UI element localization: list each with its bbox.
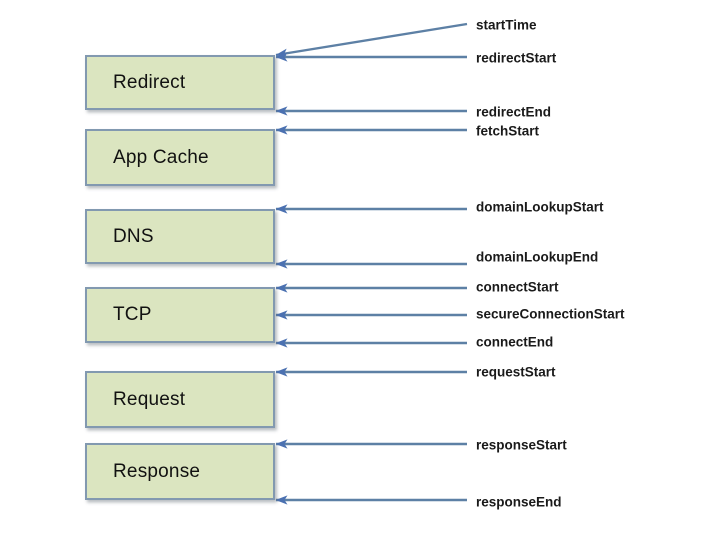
phase-box-app-cache: App Cache bbox=[85, 129, 275, 186]
event-label-domainLookupEnd: domainLookupEnd bbox=[476, 249, 599, 265]
event-label-domainLookupStart: domainLookupStart bbox=[476, 199, 604, 215]
event-label-redirectEnd: redirectEnd bbox=[476, 104, 552, 120]
arrow-lines bbox=[275, 22, 468, 505]
phase-box-dns: DNS bbox=[85, 209, 275, 264]
event-label-connectEnd: connectEnd bbox=[476, 334, 554, 350]
phase-box-tcp: TCP bbox=[85, 287, 275, 343]
event-label-responseEnd: responseEnd bbox=[476, 494, 562, 510]
phase-box-response: Response bbox=[85, 443, 275, 500]
phase-box-label: App Cache bbox=[113, 146, 209, 168]
phase-box-label: Request bbox=[113, 388, 186, 410]
event-label-secureConnectionStart: secureConnectionStart bbox=[476, 306, 625, 322]
phase-box-label: DNS bbox=[113, 225, 154, 247]
event-label-connectStart: connectStart bbox=[476, 279, 559, 295]
phase-box-redirect: Redirect bbox=[85, 55, 275, 110]
event-label-responseStart: responseStart bbox=[476, 437, 567, 453]
event-label-redirectStart: redirectStart bbox=[476, 50, 557, 66]
phase-box-label: Redirect bbox=[113, 71, 186, 93]
arrow-startTime bbox=[275, 22, 468, 58]
event-label-startTime: startTime bbox=[476, 17, 537, 33]
phase-box-label: TCP bbox=[113, 304, 152, 325]
phase-box-label: Response bbox=[113, 460, 201, 482]
event-label-fetchStart: fetchStart bbox=[476, 123, 540, 139]
phase-box-request: Request bbox=[85, 371, 275, 428]
event-label-requestStart: requestStart bbox=[476, 364, 556, 380]
